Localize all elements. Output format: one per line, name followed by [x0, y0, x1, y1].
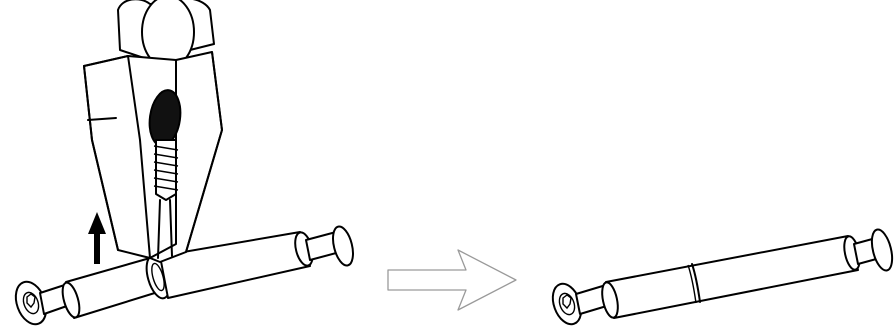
- right-arrow-icon: [388, 250, 516, 310]
- pliers-icon: [84, 0, 222, 262]
- up-arrow-icon: [88, 212, 106, 264]
- right-connector-bolt-icon: [548, 227, 896, 328]
- screw-thread-icon: [154, 140, 178, 200]
